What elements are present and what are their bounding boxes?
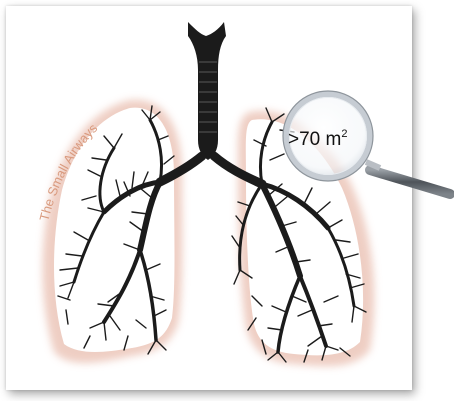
surface-area-label: >70 m2 — [288, 128, 347, 150]
trachea — [188, 22, 226, 160]
